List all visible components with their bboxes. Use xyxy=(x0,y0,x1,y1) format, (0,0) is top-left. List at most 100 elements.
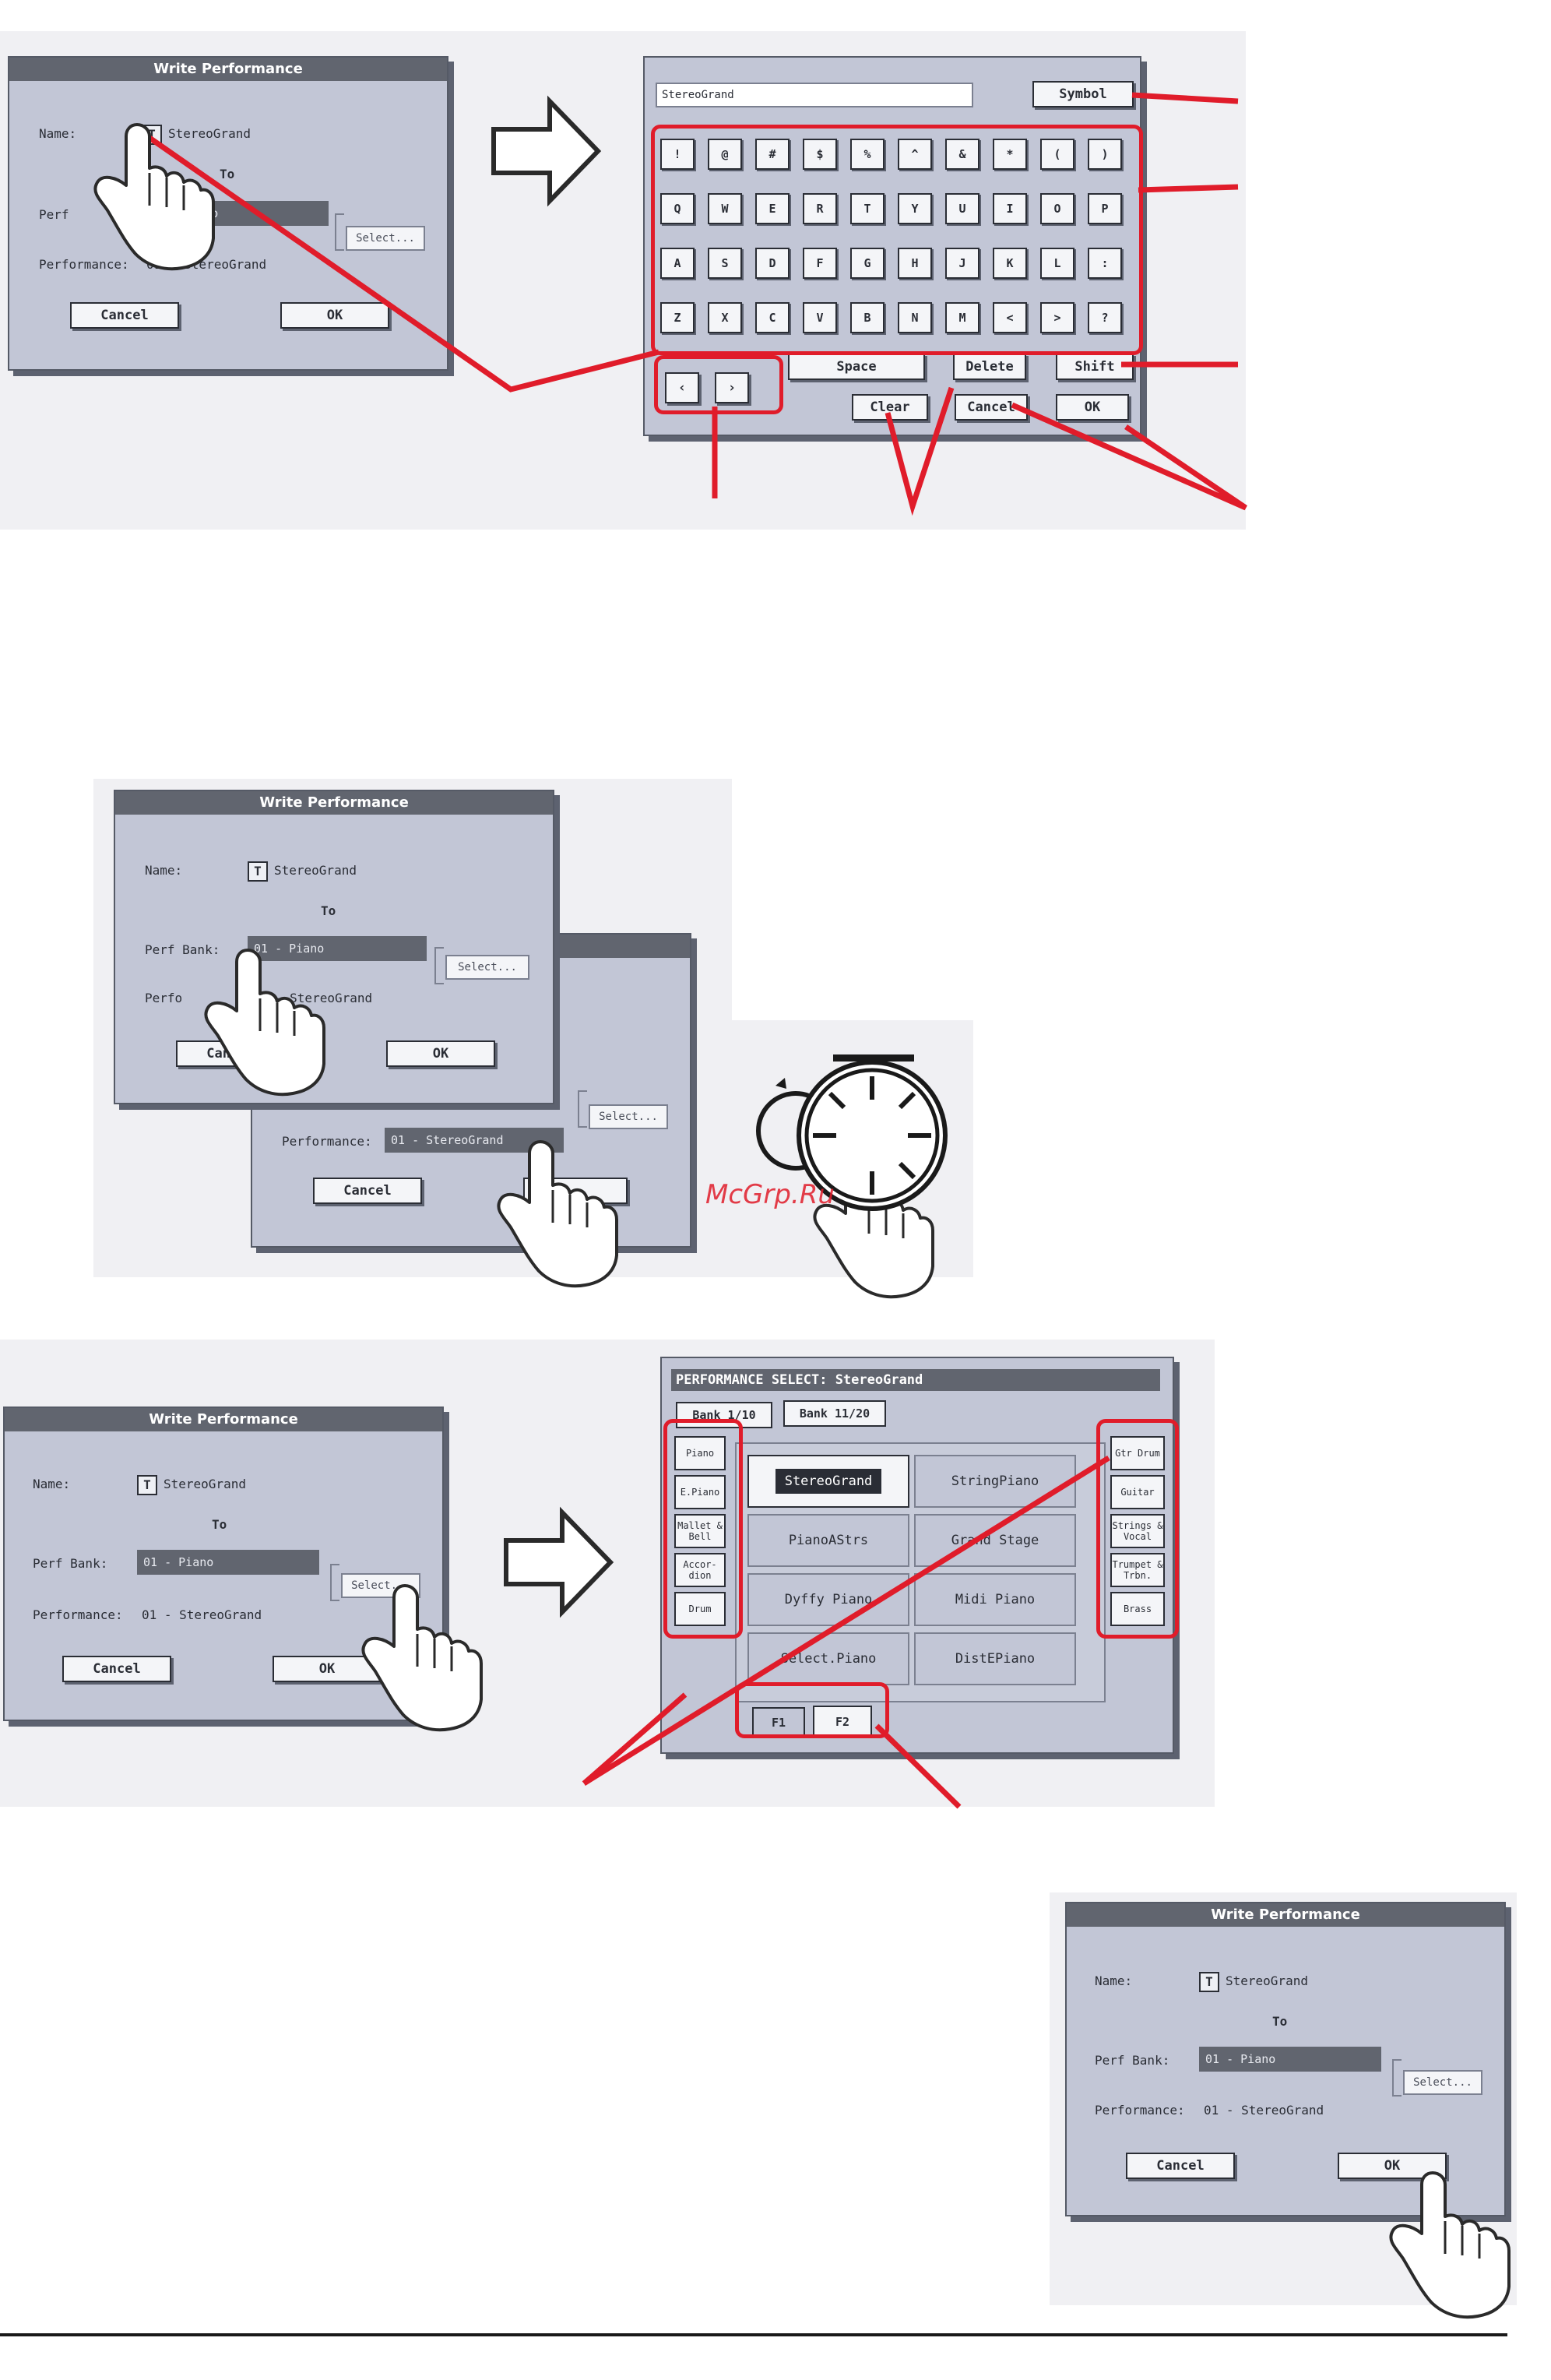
page-tab-f2[interactable]: F2 xyxy=(813,1706,872,1738)
key-button[interactable]: ^ xyxy=(898,139,932,170)
key-button[interactable]: $ xyxy=(803,139,837,170)
callout-keys xyxy=(1138,184,1239,193)
cancel-button[interactable]: Cancel xyxy=(70,302,179,329)
dialog-3-bank-field[interactable]: 01 - Piano xyxy=(137,1550,319,1575)
key-button[interactable]: T xyxy=(850,193,885,224)
key-button[interactable]: % xyxy=(850,139,885,170)
key-button[interactable]: M xyxy=(945,302,979,333)
category-button[interactable]: Gtr Drum xyxy=(1110,1436,1165,1470)
key-button[interactable]: & xyxy=(945,139,979,170)
key-button[interactable]: P xyxy=(1088,193,1122,224)
dialog-3-text-edit-button[interactable]: T xyxy=(137,1475,157,1495)
key-button[interactable]: I xyxy=(993,193,1027,224)
performance-item[interactable]: Dyffy Piano xyxy=(747,1573,909,1626)
key-button[interactable]: J xyxy=(945,248,979,279)
dialog-4-performance-label: Performance: xyxy=(1095,2103,1185,2118)
pointer-line xyxy=(140,130,659,393)
key-button[interactable]: A xyxy=(660,248,695,279)
back-select-bracket xyxy=(578,1090,587,1128)
category-button[interactable]: Trumpet & Trbn. xyxy=(1110,1553,1165,1587)
dialog-4-text-edit-button[interactable]: T xyxy=(1199,1972,1219,1992)
performance-label: Performance: xyxy=(39,257,129,272)
performance-selected-item[interactable]: StereoGrand xyxy=(747,1455,909,1508)
back-cancel-button[interactable]: Cancel xyxy=(313,1178,422,1204)
key-button[interactable]: O xyxy=(1040,193,1074,224)
key-button[interactable]: Y xyxy=(898,193,932,224)
key-button[interactable]: U xyxy=(945,193,979,224)
dialog-4-select-button[interactable]: Select... xyxy=(1403,2070,1482,2095)
key-button[interactable]: < xyxy=(993,302,1027,333)
performance-item[interactable]: StringPiano xyxy=(914,1455,1076,1508)
key-button[interactable]: W xyxy=(708,193,742,224)
key-button[interactable]: # xyxy=(755,139,790,170)
front-bank-label: Perf Bank: xyxy=(145,942,220,957)
category-button[interactable]: E.Piano xyxy=(674,1475,726,1509)
clear-button[interactable]: Clear xyxy=(852,394,928,421)
dialog-4-ok-button[interactable]: OK xyxy=(1338,2153,1447,2179)
cursor-buttons-highlight xyxy=(654,355,783,414)
category-button[interactable]: Drum xyxy=(674,1592,726,1626)
ok-button[interactable]: OK xyxy=(280,302,389,329)
key-button[interactable]: C xyxy=(755,302,790,333)
performance-item[interactable]: PianoAStrs xyxy=(747,1514,909,1567)
key-button[interactable]: N xyxy=(898,302,932,333)
key-button[interactable]: G xyxy=(850,248,885,279)
key-button[interactable]: V xyxy=(803,302,837,333)
key-button[interactable]: D xyxy=(755,248,790,279)
dialog-4-bank-label: Perf Bank: xyxy=(1095,2053,1170,2068)
key-button[interactable]: K xyxy=(993,248,1027,279)
key-button[interactable]: R xyxy=(803,193,837,224)
hand-pointer-icon xyxy=(1389,2171,1511,2319)
back-select-button[interactable]: Select... xyxy=(589,1104,668,1129)
page-tab-f1[interactable]: F1 xyxy=(752,1707,805,1738)
dialog-3-ok-button[interactable]: OK xyxy=(273,1656,382,1682)
performance-item[interactable]: DistEPiano xyxy=(914,1632,1076,1685)
key-button[interactable]: B xyxy=(850,302,885,333)
key-button[interactable]: * xyxy=(993,139,1027,170)
category-button[interactable]: Mallet & Bell xyxy=(674,1514,726,1548)
key-button[interactable]: H xyxy=(898,248,932,279)
key-button[interactable]: F xyxy=(803,248,837,279)
dialog-3-cancel-button[interactable]: Cancel xyxy=(62,1656,171,1682)
category-button[interactable]: Brass xyxy=(1110,1592,1165,1626)
category-button[interactable]: Piano xyxy=(674,1436,726,1470)
key-button[interactable]: E xyxy=(755,193,790,224)
performance-field[interactable]: 01 - StereoGrand xyxy=(385,1128,564,1153)
bank-tab-1[interactable]: Bank 1/10 xyxy=(676,1402,772,1428)
name-edit-field[interactable]: StereoGrand xyxy=(656,83,973,107)
dialog-3-select-bracket xyxy=(330,1564,339,1601)
key-button[interactable]: ( xyxy=(1040,139,1074,170)
cursor-right-button[interactable]: › xyxy=(715,372,749,403)
delete-button[interactable]: Delete xyxy=(953,354,1026,380)
key-button[interactable]: : xyxy=(1088,248,1122,279)
bank-tab-2[interactable]: Bank 11/20 xyxy=(783,1400,886,1427)
symbol-button[interactable]: Symbol xyxy=(1032,81,1134,107)
key-button[interactable]: ? xyxy=(1088,302,1122,333)
front-ok-button[interactable]: OK xyxy=(386,1040,495,1067)
front-bank-field[interactable]: 01 - Piano xyxy=(248,936,427,961)
callout-page-tabs xyxy=(874,1723,962,1809)
keyboard-ok-button[interactable]: OK xyxy=(1056,394,1129,421)
select-button[interactable]: Select... xyxy=(346,226,425,251)
key-button[interactable]: X xyxy=(708,302,742,333)
front-text-edit-button[interactable]: T xyxy=(248,861,268,882)
dialog-4-cancel-button[interactable]: Cancel xyxy=(1126,2153,1235,2179)
key-button[interactable]: ) xyxy=(1088,139,1122,170)
key-button[interactable]: ! xyxy=(660,139,695,170)
dialog-4-bank-field[interactable]: 01 - Piano xyxy=(1199,2047,1381,2072)
key-button[interactable]: > xyxy=(1040,302,1074,333)
category-button[interactable]: Accor-dion xyxy=(674,1553,726,1587)
category-button[interactable]: Guitar xyxy=(1110,1475,1165,1509)
key-button[interactable]: Q xyxy=(660,193,695,224)
name-value: StereoGrand xyxy=(168,126,251,141)
performance-item[interactable]: Midi Piano xyxy=(914,1573,1076,1626)
key-button[interactable]: Z xyxy=(660,302,695,333)
cursor-left-button[interactable]: ‹ xyxy=(665,372,699,403)
key-button[interactable]: S xyxy=(708,248,742,279)
key-button[interactable]: @ xyxy=(708,139,742,170)
key-button[interactable]: L xyxy=(1040,248,1074,279)
front-select-button[interactable]: Select... xyxy=(445,955,529,980)
category-button[interactable]: Strings & Vocal xyxy=(1110,1514,1165,1548)
